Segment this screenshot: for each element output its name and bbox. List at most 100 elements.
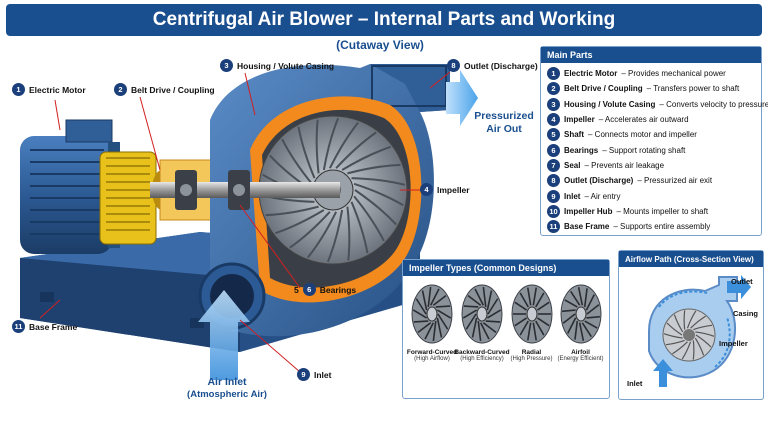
part-name: Seal [564, 160, 581, 170]
air-outlet-arrow [446, 70, 478, 126]
callout-base-frame: 11 Base Frame [12, 320, 77, 333]
impeller-wheel-icon [411, 284, 453, 344]
part-name: Bearings [564, 145, 599, 155]
impeller-types-heading: Impeller Types (Common Designs) [403, 260, 609, 276]
impeller-type-name: Airfoil [571, 349, 590, 356]
impeller-wheel-icon [511, 284, 552, 344]
part-name: Outlet (Discharge) [564, 176, 634, 186]
callout-label: Belt Drive / Coupling [131, 84, 215, 95]
impeller-types-panel: Impeller Types (Common Designs) Forward-… [402, 259, 610, 399]
impeller-type-note: (High Efficiency) [460, 356, 504, 362]
airflow-casing-label: Casing [733, 309, 759, 318]
impeller-types-row: Forward-Curved(High Airflow) Backward-Cur… [403, 276, 609, 362]
airflow-diagram [648, 275, 751, 387]
callout-label: Base Frame [29, 321, 78, 332]
part-name: Housing / Volute Casing [564, 99, 656, 109]
main-part-item: 4 Impeller– Accelerates air outward [547, 112, 755, 127]
callout-number: 9 [297, 368, 310, 381]
part-description: – Transfers power to shaft [646, 84, 740, 94]
main-part-item: 8 Outlet (Discharge)– Pressurized air exi… [547, 173, 755, 188]
air-inlet-title: Air Inlet [207, 376, 247, 388]
impeller-type-item: Radial(High Pressure) [507, 282, 556, 362]
main-part-item: 1 Electric Motor– Provides mechanical pow… [547, 66, 755, 81]
impeller-type-item: Airfoil(Energy Efficient) [556, 282, 605, 362]
impeller-type-item: Backward-Curved(High Efficiency) [454, 282, 510, 362]
part-name: Electric Motor [564, 69, 618, 79]
part-name: Base Frame [564, 222, 610, 232]
part-name: Shaft [564, 130, 584, 140]
callout-electric-motor: 1 Electric Motor [12, 83, 86, 96]
main-parts-list: 1 Electric Motor– Provides mechanical pow… [541, 63, 768, 234]
callout-number: 3 [220, 59, 233, 72]
part-description: – Converts velocity to pressure [659, 99, 768, 109]
page-title: Centrifugal Air Blower – Internal Parts … [6, 4, 762, 36]
air-inlet-subtitle: (Atmospheric Air) [187, 388, 267, 400]
callout-number: 5 [294, 284, 299, 295]
airflow-impeller-label: Impeller [719, 339, 748, 348]
main-part-item: 6 Bearings– Support rotating shaft [547, 142, 755, 157]
bearings [175, 170, 250, 210]
part-name: Impeller [564, 115, 595, 125]
callout-number: 2 [114, 83, 127, 96]
part-number: 2 [547, 82, 560, 96]
impeller-type-note: (High Pressure) [510, 356, 553, 362]
impeller-type-name: Radial [521, 349, 542, 356]
part-description: – Mounts impeller to shaft [616, 206, 709, 216]
airflow-path-heading: Airflow Path (Cross-Section View) [619, 251, 763, 267]
callout-label: Housing / Volute Casing [237, 60, 335, 71]
callout-label: Impeller [437, 184, 470, 195]
impeller-type-name: Backward-Curved [454, 349, 510, 356]
callout-number: 11 [12, 320, 25, 333]
callout-bearings: 5 6 Bearings [294, 283, 356, 296]
callout-number: 1 [12, 83, 25, 96]
part-name: Belt Drive / Coupling [564, 84, 643, 94]
air-inlet-arrow [198, 290, 250, 380]
part-number: 9 [547, 189, 560, 203]
part-number: 1 [547, 67, 560, 81]
part-description: – Connects motor and impeller [588, 130, 697, 140]
part-number: 3 [547, 97, 560, 111]
part-description: – Provides mechanical power [621, 69, 726, 79]
pressurized-air-label: Pressurized Air Out [474, 110, 534, 135]
part-number: 8 [547, 174, 560, 188]
callout-number: 4 [420, 183, 433, 196]
callout-number-secondary: 6 [302, 283, 316, 296]
callout-label: Outlet (Discharge) [464, 60, 538, 71]
part-number: 6 [547, 143, 560, 157]
impeller-type-note: (High Airflow) [414, 356, 450, 362]
main-part-item: 3 Housing / Volute Casing– Converts veloc… [547, 97, 768, 112]
callout-number: 8 [447, 59, 460, 72]
part-description: – Prevents air leakage [584, 160, 665, 170]
callout-label: Inlet [314, 369, 332, 380]
part-description: – Air entry [584, 191, 621, 201]
main-part-item: 2 Belt Drive / Coupling– Transfers power … [547, 81, 755, 96]
impeller-wheel-icon [461, 284, 503, 344]
airflow-path-panel: Airflow Path (Cross-Section View) Outlet… [618, 250, 764, 400]
part-number: 7 [547, 158, 560, 172]
part-description: – Pressurized air exit [637, 176, 713, 186]
main-part-item: 7 Seal– Prevents air leakage [547, 158, 755, 173]
part-description: – Accelerates air outward [598, 115, 689, 125]
main-part-item: 5 Shaft – Connects motor and impeller [547, 127, 755, 142]
cutaway-subtitle: (Cutaway View) [336, 38, 424, 52]
callout-housing: 3 Housing / Volute Casing [220, 59, 334, 72]
air-inlet-label: Air Inlet (Atmospheric Air) [172, 376, 282, 400]
airflow-outlet-label: Outlet [731, 277, 753, 286]
callout-belt-drive: 2 Belt Drive / Coupling [114, 83, 215, 96]
airflow-inlet-label: Inlet [627, 379, 643, 388]
part-number: 4 [547, 113, 560, 127]
part-number: 11 [547, 220, 560, 234]
callout-leaders [39, 71, 451, 373]
callout-impeller: 4 Impeller [420, 183, 470, 196]
part-number: 5 [547, 128, 560, 142]
impeller-type-name: Forward-Curved [406, 349, 458, 356]
callout-label: Electric Motor [29, 84, 86, 95]
impeller-type-note: (Energy Efficient) [557, 356, 604, 362]
callout-label: Bearings [319, 284, 357, 295]
part-description: – Support rotating shaft [602, 145, 686, 155]
